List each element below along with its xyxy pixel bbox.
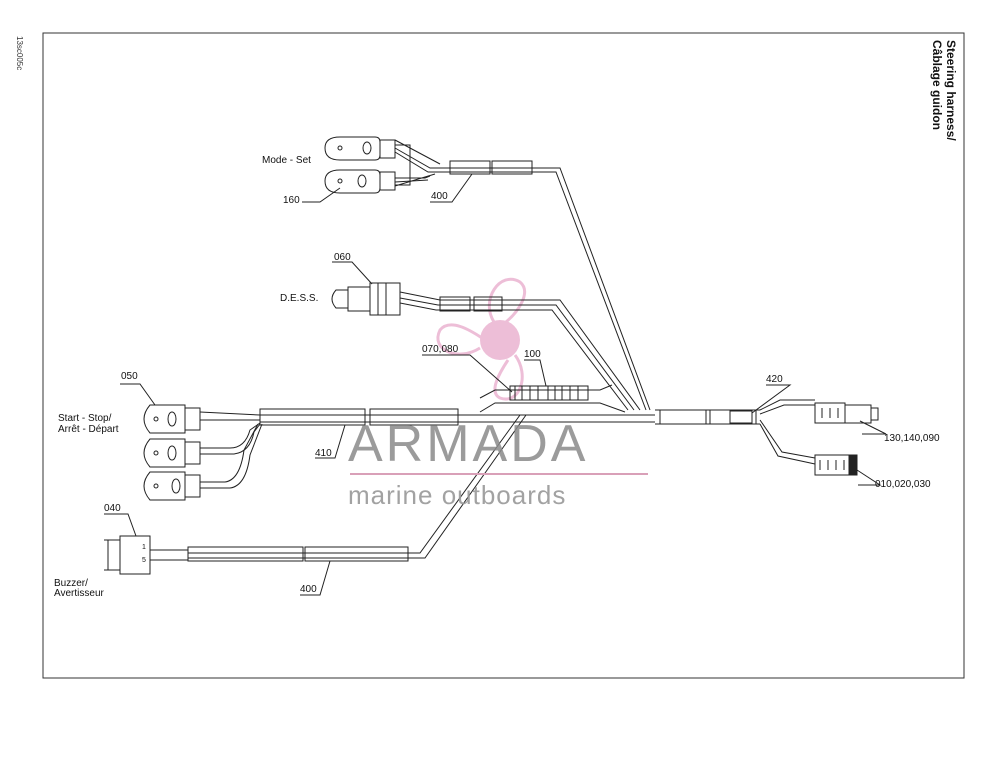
label-arret-depart: Arrêt - Départ xyxy=(58,424,119,435)
ref-040: 040 xyxy=(104,503,121,514)
label-dess: D.E.S.S. xyxy=(280,293,319,304)
page-border xyxy=(42,32,965,679)
connector-130-140-090 xyxy=(814,402,879,424)
ref-400-bottom: 400 xyxy=(300,584,317,595)
trunk-sleeve-right xyxy=(709,409,757,425)
sleeve-dess-a xyxy=(439,296,471,312)
ref-050: 050 xyxy=(121,371,138,382)
label-avertisseur: Avertisseur xyxy=(54,588,104,599)
trunk-sleeve-410-b xyxy=(369,408,459,426)
title-line-1: Steering harness/ xyxy=(944,40,958,141)
ref-400-top: 400 xyxy=(431,191,448,202)
mode-switch-upper xyxy=(324,136,381,161)
buzzer-pin-1: 1 xyxy=(142,544,146,551)
mode-switch-lower xyxy=(324,169,381,194)
document-code: 13sc005c xyxy=(15,36,24,71)
watermark-underline xyxy=(350,473,648,475)
sleeve-400-bottom-b xyxy=(304,546,409,562)
label-mode-set: Mode - Set xyxy=(262,155,311,166)
buzzer-body xyxy=(119,535,151,575)
start-stop-switch-1 xyxy=(143,404,201,434)
trunk-sleeve-410-a xyxy=(259,408,366,426)
ref-420: 420 xyxy=(766,374,783,385)
label-start-stop: Start - Stop/ xyxy=(58,413,112,424)
ref-060: 060 xyxy=(334,252,351,263)
ref-410: 410 xyxy=(315,448,332,459)
sleeve-400-top-b xyxy=(491,160,533,175)
sleeve-400-bottom-a xyxy=(187,546,304,562)
sleeve-400-top-a xyxy=(449,160,491,175)
watermark-brand: ARMADA xyxy=(348,415,589,473)
title-line-2: Câblage guidon xyxy=(930,40,944,130)
trunk-sleeve-left xyxy=(659,409,707,425)
watermark-tagline: marine outboards xyxy=(348,480,567,510)
ref-160: 160 xyxy=(283,195,300,206)
ref-100: 100 xyxy=(524,349,541,360)
ref-070-080: 070,080 xyxy=(422,344,459,355)
start-stop-switch-2 xyxy=(143,438,201,468)
start-stop-switch-3 xyxy=(143,471,201,501)
buzzer-pin-5: 5 xyxy=(142,557,146,564)
ref-010-020-030: 010,020,030 xyxy=(875,479,931,490)
label-buzzer: Buzzer/ xyxy=(54,578,88,589)
propeller-logo xyxy=(436,277,527,401)
sleeve-dess-b xyxy=(473,296,503,312)
page-title: Steering harness/ Câblage guidon xyxy=(930,40,958,141)
connector-420 xyxy=(729,410,753,424)
ref-130-140-090: 130,140,090 xyxy=(884,433,940,444)
dess-connector xyxy=(369,282,401,316)
connector-010-020-030 xyxy=(814,454,858,476)
